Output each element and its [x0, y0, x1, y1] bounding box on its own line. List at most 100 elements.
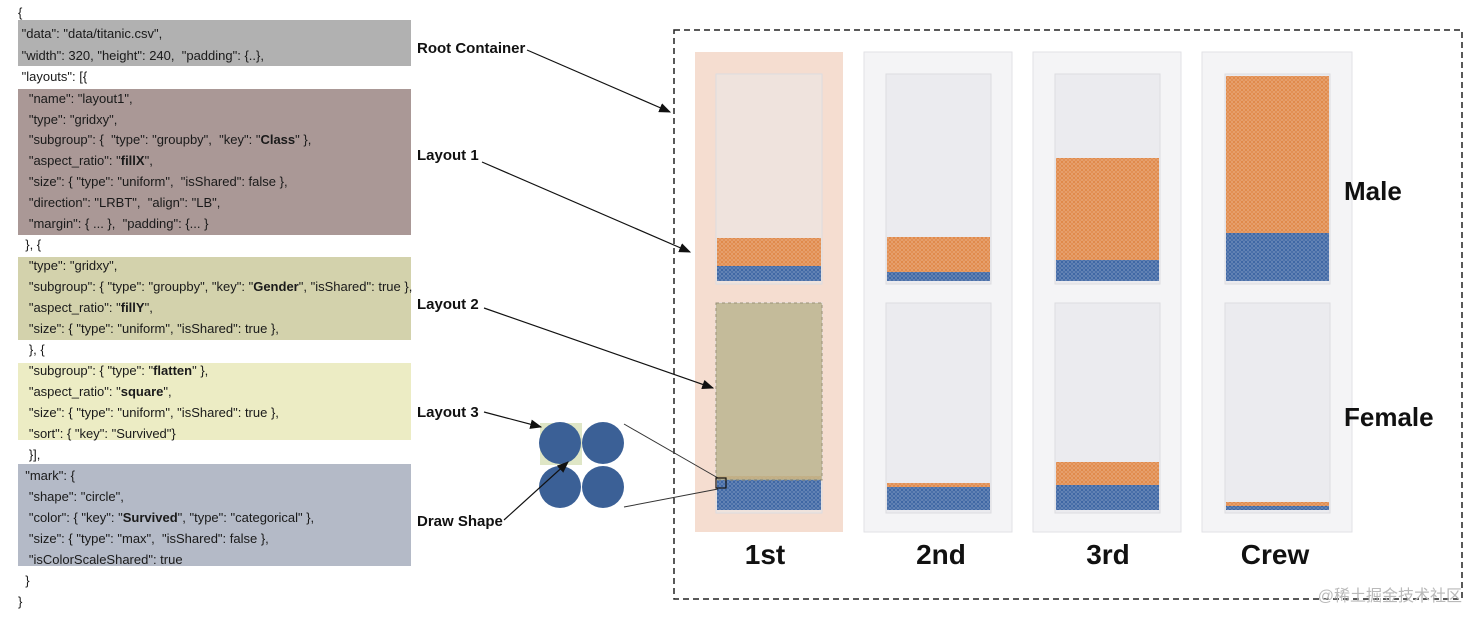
- spec-line: "shape": "circle",: [18, 487, 124, 507]
- spec-text: }],: [18, 447, 41, 462]
- draw-shape-label: Draw Shape: [417, 513, 503, 530]
- spec-line: "subgroup": { "type": "groupby", "key": …: [18, 130, 312, 150]
- spec-text: "width": 320, "height": 240, "padding": …: [18, 48, 264, 63]
- dot-texture: [717, 238, 821, 266]
- root-container-label: Root Container: [417, 40, 526, 57]
- dot-texture: [1226, 506, 1329, 510]
- spec-line: "name": "layout1",: [18, 89, 133, 109]
- spec-text: "layouts": [{: [18, 69, 88, 84]
- spec-text: "subgroup": { "type": "groupby", "key": …: [18, 132, 261, 147]
- spec-text: "aspect_ratio": ": [18, 384, 121, 399]
- spec-line: "color": { "key": "Survived", "type": "c…: [18, 508, 314, 528]
- dot-texture: [887, 483, 990, 487]
- spec-text: "subgroup": { "type": "groupby", "key": …: [18, 279, 254, 294]
- column-label-1st: 1st: [744, 539, 786, 570]
- layout1-arrow: [481, 161, 692, 253]
- dot-texture: [1226, 233, 1329, 281]
- dot-texture: [1056, 462, 1159, 485]
- root-container-box: [673, 29, 1463, 600]
- spec-keyword: fillX: [120, 153, 145, 168]
- spec-text: ", "isShared": true },: [298, 279, 413, 294]
- spec-line: "type": "gridxy",: [18, 110, 118, 130]
- column-label-3rd: 3rd: [1086, 539, 1130, 570]
- spec-line: "subgroup": { "type": "flatten" },: [18, 361, 208, 381]
- layout3-arrow: [483, 411, 543, 429]
- spec-line: "type": "gridxy",: [18, 256, 118, 276]
- layout3-label: Layout 3: [417, 404, 479, 421]
- spec-keyword: square: [120, 384, 164, 399]
- spec-line: "data": "data/titanic.csv",: [18, 24, 163, 44]
- spec-text: }: [18, 594, 23, 609]
- zoom-circle-bl: [539, 466, 581, 508]
- spec-keyword: Class: [260, 132, 296, 147]
- row-label-female: Female: [1344, 402, 1434, 432]
- zoom-line-top: [623, 423, 719, 479]
- spec-text: ", "type": "categorical" },: [177, 510, 315, 525]
- grid-cell: [885, 302, 992, 514]
- mark-highlight: [18, 464, 411, 566]
- spec-text: " },: [192, 363, 209, 378]
- spec-line: "aspect_ratio": "square",: [18, 382, 172, 402]
- spec-text: "isColorScaleShared": true: [18, 552, 183, 567]
- spec-keyword: fillY: [120, 300, 145, 315]
- dot-texture: [1226, 76, 1329, 233]
- spec-text: "size": { "type": "uniform", "isShared":…: [18, 174, 288, 189]
- spec-line: "direction": "LRBT", "align": "LB",: [18, 193, 221, 213]
- data-highlight: [18, 20, 411, 66]
- spec-line: "isColorScaleShared": true: [18, 550, 183, 570]
- root-container-arrow: [526, 49, 672, 113]
- zoom-line-bottom: [623, 488, 719, 508]
- spec-text: "name": "layout1",: [18, 91, 133, 106]
- layout2-arrow: [483, 307, 715, 389]
- spec-line: "layouts": [{: [18, 67, 88, 87]
- dot-texture: [1226, 502, 1329, 506]
- layout2-label: Layout 2: [417, 296, 479, 313]
- spec-text: "aspect_ratio": ": [18, 300, 121, 315]
- grid-cell: [1224, 302, 1331, 514]
- layout1-label: Layout 1: [417, 147, 479, 164]
- watermark: @稀土掘金技术社区: [1317, 588, 1462, 605]
- spec-text: "direction": "LRBT", "align": "LB",: [18, 195, 221, 210]
- spec-line: }, {: [18, 235, 41, 255]
- spec-text: " },: [295, 132, 312, 147]
- dot-texture: [887, 272, 990, 281]
- spec-text: "shape": "circle",: [18, 489, 124, 504]
- spec-text: "margin": { ... }, "padding": {... }: [18, 216, 209, 231]
- spec-line: }: [18, 592, 22, 612]
- spec-line: {: [18, 3, 22, 23]
- zoom-circle-tl: [539, 422, 581, 464]
- zoom-source-box: [715, 477, 727, 489]
- spec-line: }, {: [18, 340, 45, 360]
- spec-text: {: [18, 5, 23, 20]
- dot-texture: [1056, 260, 1159, 281]
- spec-keyword: flatten: [153, 363, 193, 378]
- spec-text: "size": { "type": "uniform", "isShared":…: [18, 321, 279, 336]
- dot-texture: [887, 487, 990, 510]
- layout1-highlight: [18, 89, 411, 235]
- spec-line: "subgroup": { "type": "groupby", "key": …: [18, 277, 412, 297]
- spec-line: }: [18, 571, 30, 591]
- spec-text: }: [18, 573, 30, 588]
- dot-texture: [1056, 158, 1159, 260]
- spec-line: "size": { "type": "uniform", "isShared":…: [18, 403, 279, 423]
- spec-text: "size": { "type": "max", "isShared": fal…: [18, 531, 269, 546]
- column-label-crew: Crew: [1240, 539, 1310, 570]
- spec-text: "type": "gridxy",: [18, 112, 118, 127]
- draw-shape-arrow: [503, 461, 569, 521]
- spec-text: "type": "gridxy",: [18, 258, 118, 273]
- spec-line: "width": 320, "height": 240, "padding": …: [18, 46, 264, 66]
- spec-text: }, {: [18, 342, 45, 357]
- spec-line: }],: [18, 445, 41, 465]
- spec-line: "margin": { ... }, "padding": {... }: [18, 214, 209, 234]
- layout2-highlight: [18, 257, 411, 340]
- spec-text: "color": { "key": ": [18, 510, 123, 525]
- spec-text: "data": "data/titanic.csv",: [18, 26, 163, 41]
- spec-text: ",: [144, 153, 153, 168]
- dot-texture: [717, 479, 821, 510]
- spec-line: "aspect_ratio": "fillX",: [18, 151, 153, 171]
- spec-text: }, {: [18, 237, 42, 252]
- spec-text: "size": { "type": "uniform", "isShared":…: [18, 405, 279, 420]
- row-label-male: Male: [1344, 176, 1402, 206]
- zoom-circle-br: [582, 466, 624, 508]
